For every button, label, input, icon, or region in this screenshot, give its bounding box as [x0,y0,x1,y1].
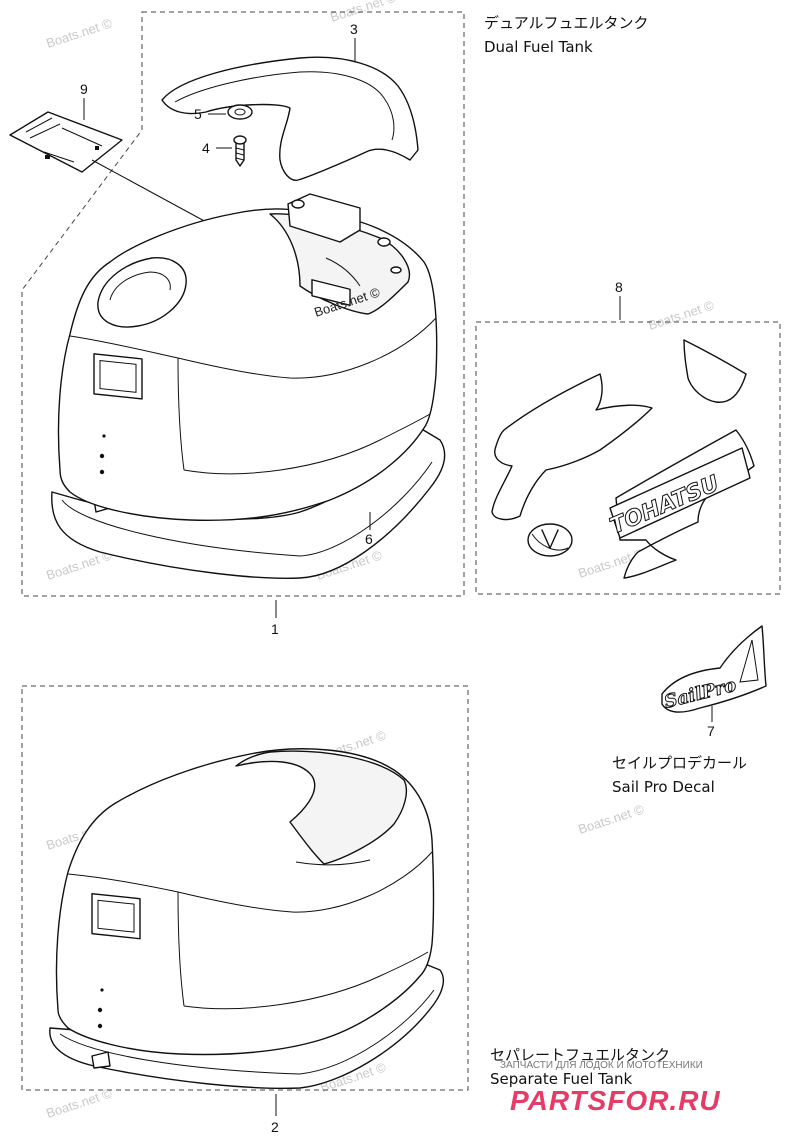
caption-sail-pro-decal-en: Sail Pro Decal [612,778,715,796]
caption-sail-pro-decal-jp: セイルプロデカール [612,754,747,772]
part-1-dual-tank-cowling: Boats.net © [51,193,446,618]
watermark: Boats.net © [44,15,114,50]
caption-dual-fuel-tank-jp: デュアルフュエルタンク [484,14,649,32]
watermark: Boats.net © [44,1085,114,1120]
callout-4: 4 [202,140,210,156]
callout-6: 6 [365,531,373,547]
dual-fuel-tank-group-outline [21,11,465,597]
caption-dual-fuel-tank-en: Dual Fuel Tank [484,38,593,56]
footer-tagline: ЗАПЧАСТИ ДЛЯ ЛОДОК И МОТОТЕХНИКИ [500,1060,703,1071]
part-4-screw [216,135,247,167]
separate-fuel-tank-group-outline [21,685,469,1091]
callout-1: 1 [271,621,279,637]
callout-7: 7 [707,723,715,739]
footer-branding: ЗАПЧАСТИ ДЛЯ ЛОДОК И МОТОТЕХНИКИ PARTSFO… [500,1060,721,1116]
caption-separate-fuel-tank-jp: セパレートフュエルタンク [490,1046,670,1064]
callout-2: 2 [271,1119,279,1135]
part-7-sail-pro-decal: SailPro [661,625,767,722]
watermark: Boats.net © [646,297,716,332]
callout-5: 5 [194,106,202,122]
watermark: Boats.net © [576,801,646,836]
callout-9: 9 [80,81,88,97]
part-5-washer [208,104,253,120]
callout-numbers: 9 3 5 4 6 1 8 7 2 [80,21,715,1135]
caption-separate-fuel-tank-en: Separate Fuel Tank [490,1070,633,1088]
captions: デュアルフュエルタンク Dual Fuel Tank セイルプロデカール Sai… [484,14,747,1088]
part-3-top-cover [161,38,419,181]
callout-8: 8 [615,279,623,295]
footer-brand-logo: PARTSFOR.RU [510,1085,721,1116]
callout-3: 3 [350,21,358,37]
part-2-separate-tank-cowling [49,748,445,1116]
part-8-decal-kit: TOHATSU [491,296,755,579]
